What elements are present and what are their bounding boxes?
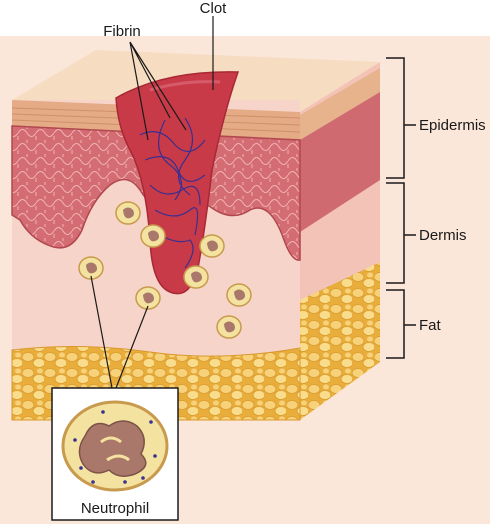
neutrophil-cell (135, 286, 161, 310)
fibrin-strands (139, 117, 206, 269)
neutrophil-cell (78, 256, 104, 280)
epidermis-bracket (386, 57, 405, 179)
neutrophil-zoom (61, 400, 169, 492)
neutrophil-label: Neutrophil (81, 500, 149, 517)
leader-lines (90, 16, 214, 389)
neutrophil-inset (51, 387, 179, 521)
layer-brackets (386, 57, 416, 359)
neutrophil-cell (226, 283, 252, 307)
tissue-neutrophils (78, 201, 252, 339)
fibrin-leaders (129, 41, 187, 141)
dermis-label: Dermis (419, 227, 467, 244)
clot-label: Clot (200, 0, 228, 17)
dermis-bracket (386, 182, 405, 284)
epidermis-label: Epidermis (419, 117, 486, 134)
neutrophil-cell (216, 315, 242, 339)
skin-block-side (300, 62, 380, 420)
fat-label: Fat (419, 317, 442, 334)
neutrophil-cell (199, 234, 225, 258)
neutrophil-cell (140, 224, 166, 248)
fat-bracket (386, 289, 405, 359)
fibrin-label: Fibrin (103, 23, 141, 40)
neutrophil-leaders (90, 275, 149, 389)
neutrophil-cell (183, 265, 209, 289)
neutrophil-cell (115, 201, 141, 225)
